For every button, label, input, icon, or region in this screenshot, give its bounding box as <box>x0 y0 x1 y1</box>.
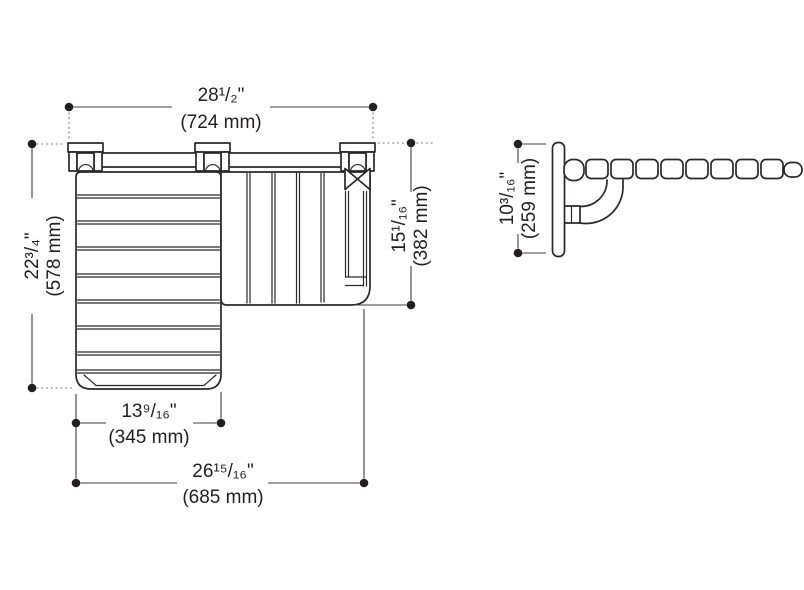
wall-bracket-right <box>339 142 376 172</box>
wall-plate <box>551 141 566 258</box>
wall-bracket-center <box>194 142 231 172</box>
dimension-seat-overall-width: 26¹⁵/₁₆" (685 mm) <box>71 309 369 508</box>
dimension-overall-width: 28¹/₂" (724 mm) <box>64 85 378 141</box>
seat-profile <box>563 158 803 182</box>
dim-overall-width-inches: 28¹/₂" <box>198 85 245 106</box>
seat-front-apron <box>83 374 217 387</box>
plan-view: 28¹/₂" (724 mm) 22³/₄" (578 mm) 15¹/₁₆" … <box>22 85 433 508</box>
dim-left-width-inches: 13⁹/₁₆" <box>121 401 176 422</box>
seat-right-section <box>220 167 371 306</box>
dimension-plate-height: 10³/₁₆" (259 mm) <box>497 139 546 258</box>
dim-overall-depth-mm: (578 mm) <box>44 215 65 296</box>
seat-left-slats <box>76 194 221 374</box>
wall-bracket-left <box>67 142 104 172</box>
support-arm <box>563 179 624 225</box>
dimension-right-depth: 15¹/₁₆" (382 mm) <box>355 138 433 310</box>
dimension-overall-depth: 22³/₄" (578 mm) <box>22 139 72 393</box>
dim-plate-height-mm: (259 mm) <box>519 158 540 239</box>
dim-left-width-mm: (345 mm) <box>108 427 189 448</box>
dim-seat-width-mm: (685 mm) <box>182 487 263 508</box>
dim-plate-height-inches: 10³/₁₆" <box>497 172 518 226</box>
dim-seat-width-inches: 26¹⁵/₁₆" <box>192 461 253 482</box>
dim-right-depth-inches: 15¹/₁₆" <box>389 199 410 253</box>
dim-overall-depth-inches: 22³/₄" <box>22 232 43 279</box>
dimension-left-section-width: 13⁹/₁₆" (345 mm) <box>71 392 226 479</box>
dim-overall-width-mm: (724 mm) <box>180 112 261 133</box>
seat-pivot <box>563 158 585 182</box>
seat-left-section <box>75 171 222 390</box>
seat-end-cap <box>783 161 803 178</box>
side-view: 10³/₁₆" (259 mm) <box>497 139 803 258</box>
seat-right-slats <box>246 172 368 304</box>
dim-right-depth-mm: (382 mm) <box>411 185 432 266</box>
hinge-detail <box>344 167 371 191</box>
